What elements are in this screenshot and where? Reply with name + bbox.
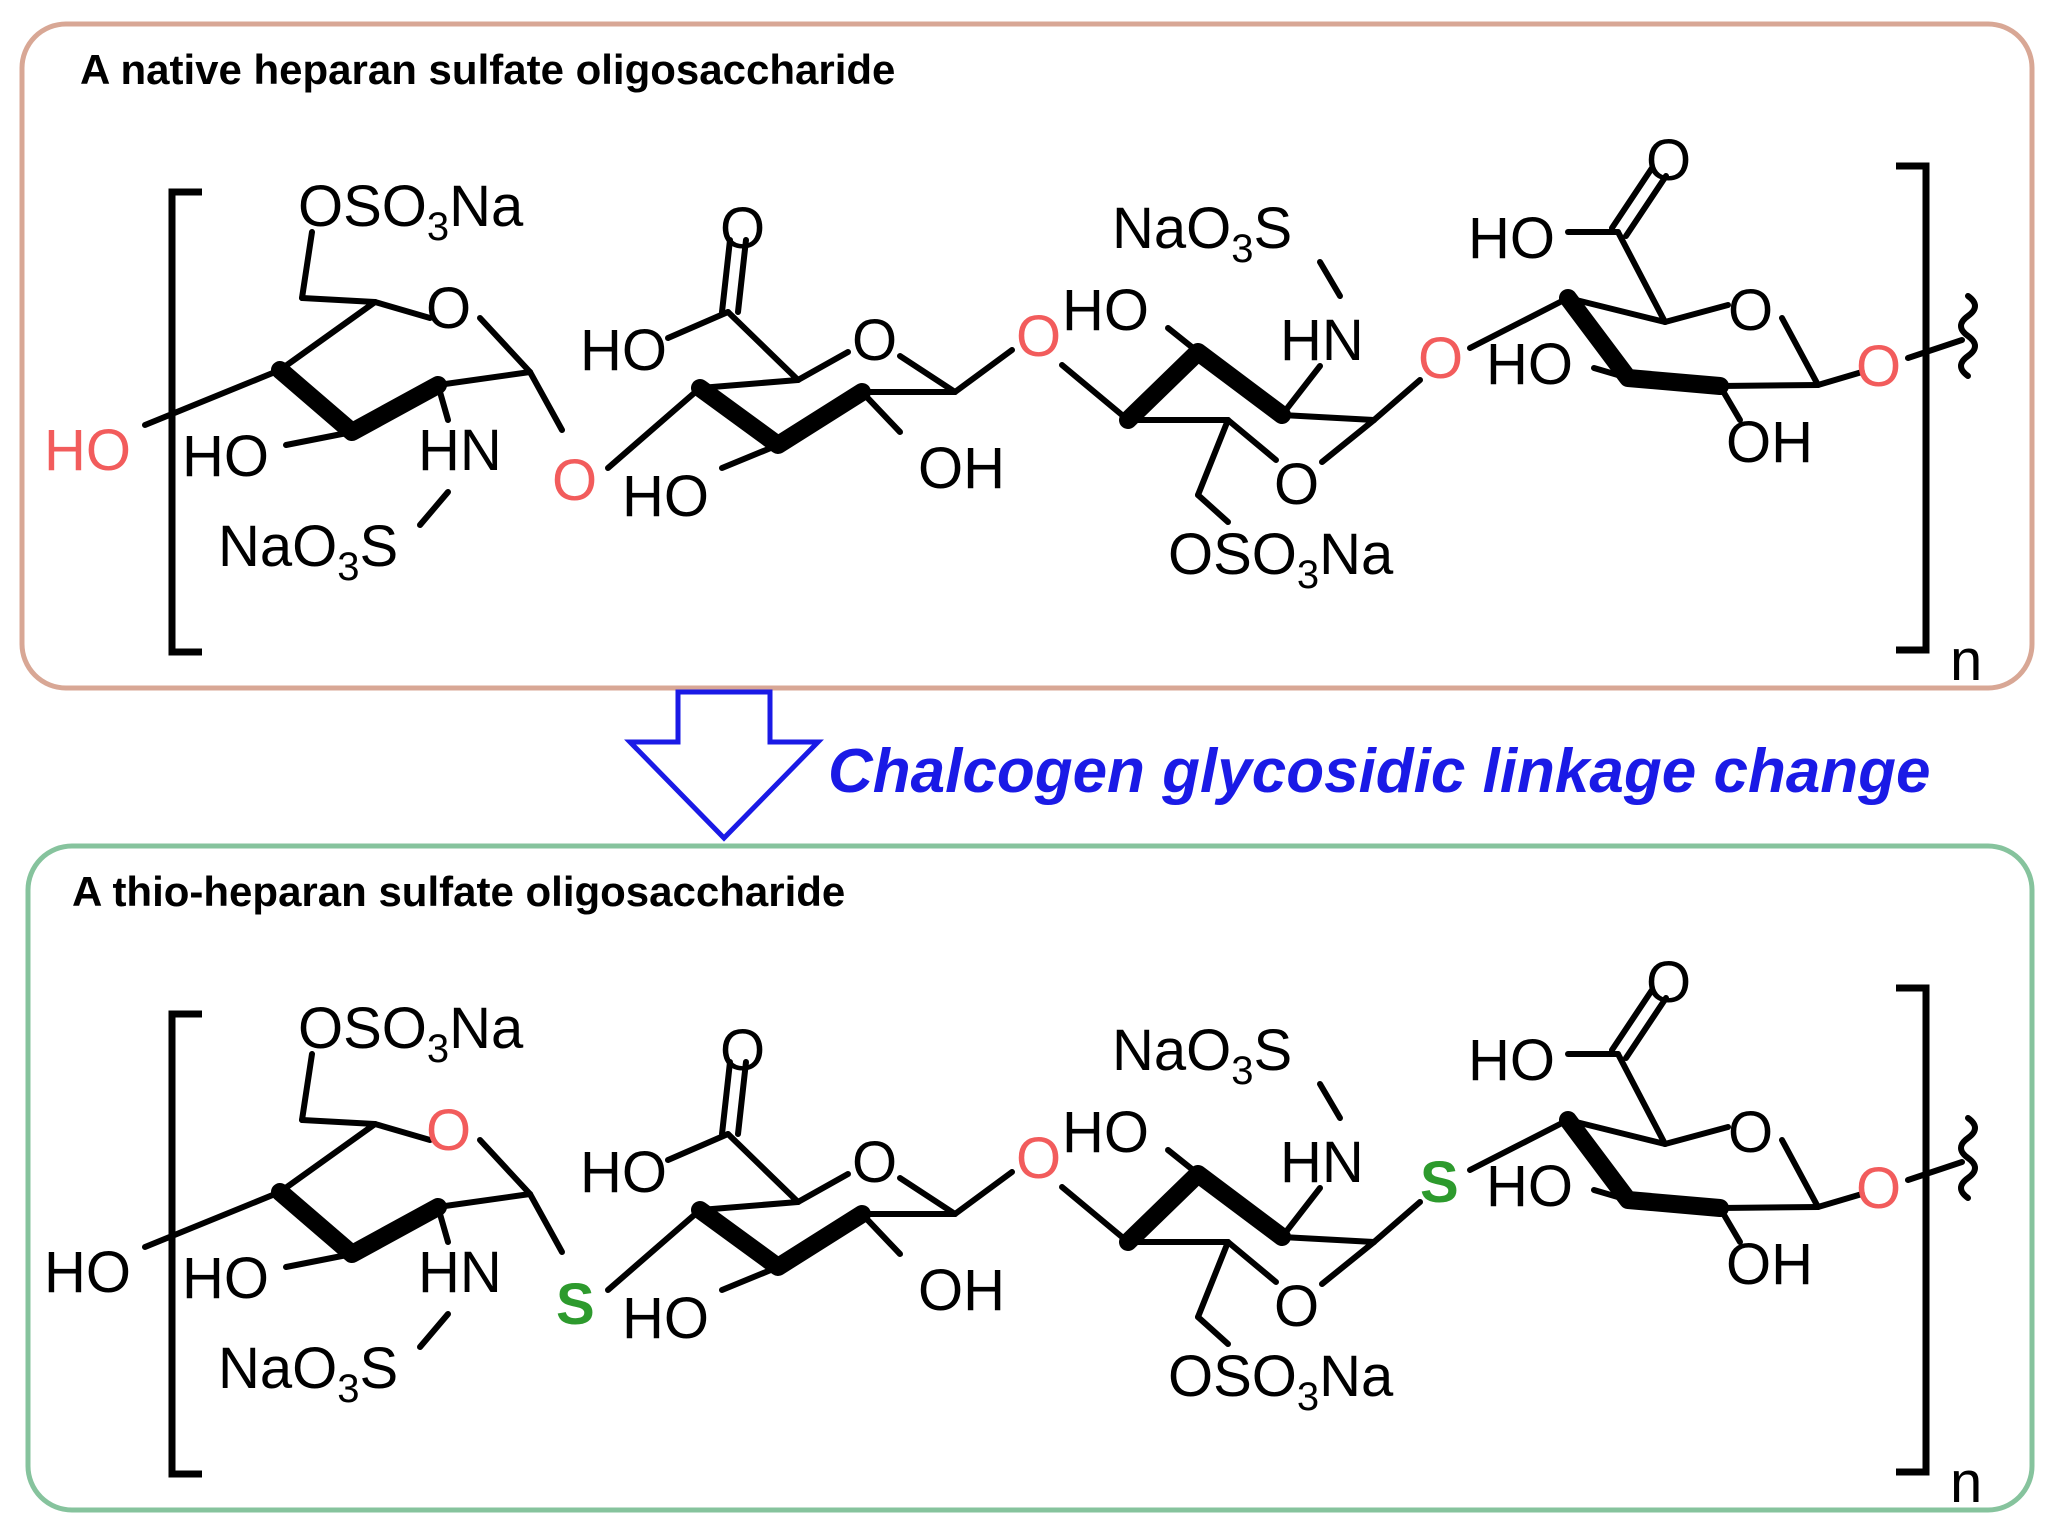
ring-2 (605, 1059, 1015, 1293)
hydroxyl-group: HO (1486, 1154, 1573, 1219)
ring-3 (1059, 259, 1423, 525)
sulfate-group: OSO3Na (1168, 522, 1394, 597)
carbonyl-oxygen: O (720, 196, 765, 261)
left-bracket (168, 1010, 202, 1478)
n-sulfo-group: NaO3S (218, 1336, 398, 1411)
ring-1 (142, 1051, 565, 1350)
ring-oxygen: O (852, 308, 897, 373)
repeat-subscript: n (1950, 628, 1982, 693)
sulfate-group: OSO3Na (298, 174, 524, 249)
glycosidic-oxygen-4: O (1856, 1156, 1901, 1221)
ring-oxygen: O (852, 1130, 897, 1195)
ring-1 (142, 229, 565, 528)
hydroxyl-group: OH (1726, 1232, 1813, 1297)
top-panel-frame (19, 21, 2035, 691)
carboxyl-hydroxyl: HO (580, 1140, 667, 1205)
glycosidic-oxygen-2: O (1016, 1126, 1061, 1191)
carbonyl-oxygen: O (1646, 128, 1691, 193)
top-panel: A native heparan sulfate oligosaccharide… (19, 21, 2035, 693)
ring-3 (1059, 1081, 1423, 1347)
ring-4 (1467, 165, 1965, 423)
amine-group: HN (418, 418, 502, 483)
ring-oxygen: O (1274, 1274, 1319, 1339)
hydroxyl-group: HO (182, 424, 269, 489)
hydroxyl-group: HO (1062, 278, 1149, 343)
bottom-panel-title: A thio-heparan sulfate oligosaccharide (72, 868, 845, 915)
bottom-panel: A thio-heparan sulfate oligosaccharide n (25, 843, 2035, 1515)
down-arrow-icon (624, 689, 824, 842)
repeat-subscript: n (1950, 1450, 1982, 1515)
carbonyl-oxygen: O (720, 1018, 765, 1083)
bottom-panel-frame (25, 843, 2035, 1513)
terminal-hydroxyl: HO (44, 418, 131, 483)
glycosidic-oxygen-4: O (1856, 334, 1901, 399)
hydroxyl-group: HO (622, 1286, 709, 1351)
glycosidic-oxygen-2: O (1016, 304, 1061, 369)
ring-4 (1467, 987, 1965, 1245)
sulfate-group: OSO3Na (298, 996, 524, 1071)
left-bracket (168, 188, 202, 656)
thioglycosidic-sulfur-1: S (556, 1272, 595, 1337)
ring-oxygen: O (426, 1098, 471, 1163)
carboxyl-hydroxyl: HO (1468, 206, 1555, 271)
ring-oxygen: O (426, 276, 471, 341)
ring-oxygen: O (1728, 278, 1773, 343)
n-sulfo-group: NaO3S (1112, 196, 1292, 271)
wavy-bond-icon (1958, 293, 1978, 379)
amine-group: HN (1280, 308, 1364, 373)
transformation-arrow: Chalcogen glycosidic linkage change (624, 689, 1931, 842)
top-panel-title: A native heparan sulfate oligosaccharide (80, 46, 895, 93)
arrow-caption: Chalcogen glycosidic linkage change (828, 737, 1931, 806)
n-sulfo-group: NaO3S (218, 514, 398, 589)
hydroxyl-group: HO (1486, 332, 1573, 397)
ring-2 (605, 237, 1015, 471)
terminal-hydroxyl: HO (44, 1240, 131, 1305)
right-bracket (1896, 984, 1930, 1476)
glycosidic-oxygen-1: O (552, 448, 597, 513)
n-sulfo-group: NaO3S (1112, 1018, 1292, 1093)
right-bracket (1896, 162, 1930, 654)
hydroxyl-group: HO (182, 1246, 269, 1311)
carboxyl-hydroxyl: HO (580, 318, 667, 383)
carboxyl-hydroxyl: HO (1468, 1028, 1555, 1093)
hydroxyl-group: OH (918, 1258, 1005, 1323)
hydroxyl-group: OH (1726, 410, 1813, 475)
hydroxyl-group: HO (622, 464, 709, 529)
thioglycosidic-sulfur-2: S (1420, 1150, 1459, 1215)
amine-group: HN (418, 1240, 502, 1305)
sulfate-group: OSO3Na (1168, 1344, 1394, 1419)
glycosidic-oxygen-3: O (1418, 326, 1463, 391)
hydroxyl-group: OH (918, 436, 1005, 501)
carbonyl-oxygen: O (1646, 950, 1691, 1015)
amine-group: HN (1280, 1130, 1364, 1195)
wavy-bond-icon (1958, 1115, 1978, 1201)
hydroxyl-group: HO (1062, 1100, 1149, 1165)
ring-oxygen: O (1274, 452, 1319, 517)
ring-oxygen: O (1728, 1100, 1773, 1165)
